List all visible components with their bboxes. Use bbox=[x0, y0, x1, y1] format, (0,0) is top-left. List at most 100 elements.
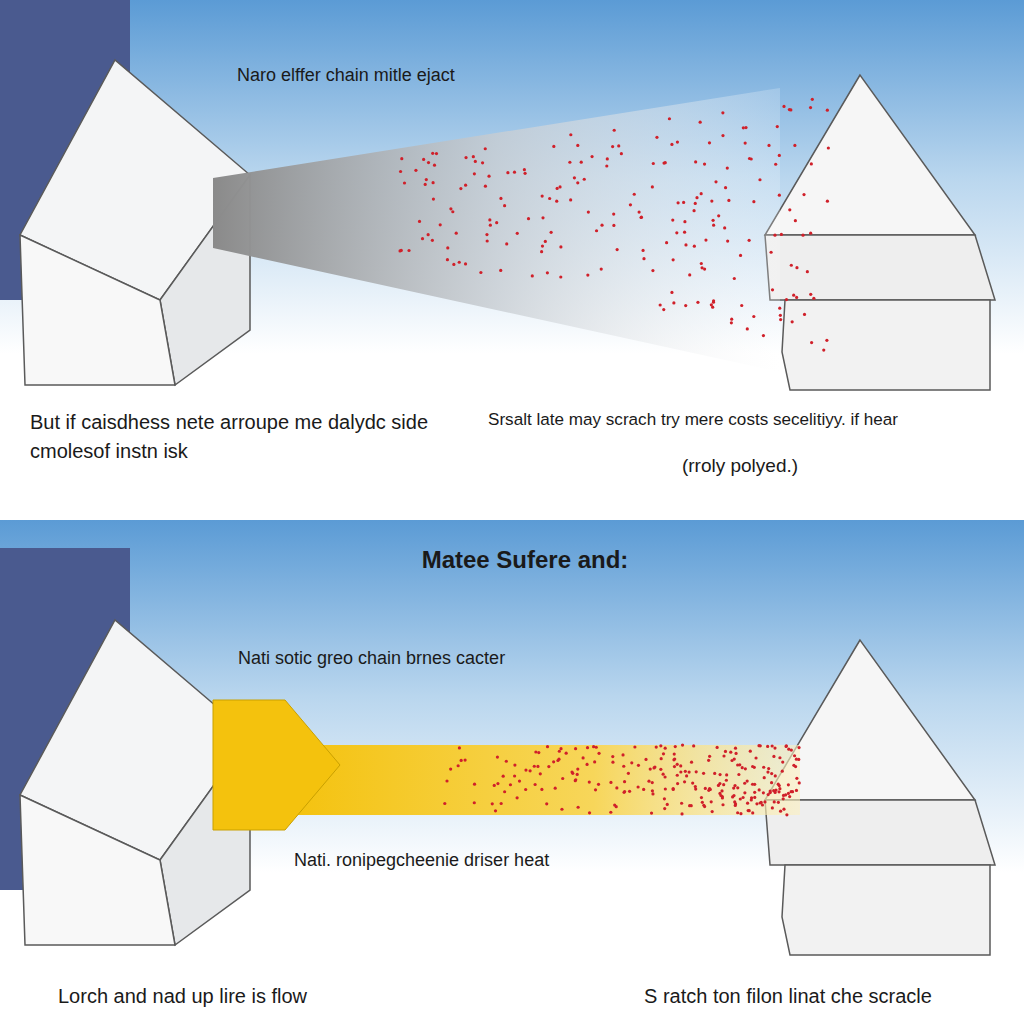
particle-dot bbox=[605, 164, 608, 167]
particle-dot bbox=[683, 780, 686, 783]
particle-dot bbox=[435, 152, 438, 155]
particle-dot bbox=[496, 782, 499, 785]
particle-dot bbox=[427, 233, 430, 236]
particle-dot bbox=[716, 746, 719, 749]
particle-dot bbox=[540, 788, 543, 791]
particle-dot bbox=[533, 765, 536, 768]
caption-note: (rroly polyed.) bbox=[640, 452, 840, 480]
particle-dot bbox=[730, 321, 733, 324]
particle-dot bbox=[781, 760, 784, 763]
panel-ground bbox=[0, 520, 1024, 1024]
particle-dot bbox=[407, 249, 410, 252]
particle-dot bbox=[595, 229, 598, 232]
particle-dot bbox=[621, 753, 624, 756]
particle-dot bbox=[612, 212, 615, 215]
particle-dot bbox=[776, 125, 779, 128]
particle-dot bbox=[558, 185, 561, 188]
particle-dot bbox=[788, 108, 791, 111]
particle-dot bbox=[778, 787, 781, 790]
particle-dot bbox=[662, 308, 665, 311]
particle-dot bbox=[785, 813, 788, 816]
particle-dot bbox=[704, 239, 707, 242]
particle-dot bbox=[798, 781, 801, 784]
particle-dot bbox=[547, 765, 550, 768]
particle-dot bbox=[692, 209, 695, 212]
particle-dot bbox=[650, 812, 653, 815]
particle-dot bbox=[785, 745, 788, 748]
particle-dot bbox=[794, 219, 797, 222]
particle-dot bbox=[642, 788, 645, 791]
particle-dot bbox=[680, 802, 683, 805]
particle-dot bbox=[534, 750, 537, 753]
particle-dot bbox=[588, 811, 591, 814]
particle-dot bbox=[574, 779, 577, 782]
particle-dot bbox=[739, 797, 742, 800]
particle-dot bbox=[474, 160, 477, 163]
particle-dot bbox=[541, 244, 544, 247]
particle-dot bbox=[688, 804, 691, 807]
particle-dot bbox=[724, 186, 727, 189]
particle-dot bbox=[721, 111, 724, 114]
particle-dot bbox=[615, 786, 618, 789]
particle-dot bbox=[708, 788, 711, 791]
particle-dot bbox=[711, 810, 714, 813]
particle-dot bbox=[561, 777, 564, 780]
particle-dot bbox=[676, 140, 679, 143]
particle-dot bbox=[443, 802, 446, 805]
particle-dot bbox=[612, 224, 615, 227]
target-shape bbox=[765, 75, 995, 390]
particle-dot bbox=[779, 318, 782, 321]
particle-dot bbox=[672, 787, 675, 790]
particle-dot bbox=[633, 193, 636, 196]
particle-dot bbox=[732, 787, 735, 790]
particle-dot bbox=[569, 198, 572, 201]
particle-dot bbox=[556, 187, 559, 190]
particle-dot bbox=[793, 144, 796, 147]
particle-dot bbox=[708, 755, 711, 758]
particle-dot bbox=[540, 250, 543, 253]
particle-dot bbox=[611, 761, 614, 764]
particle-dot bbox=[729, 751, 732, 754]
particle-dot bbox=[693, 245, 696, 248]
particle-dot bbox=[795, 758, 798, 761]
particle-dot bbox=[713, 772, 716, 775]
particle-dot bbox=[455, 232, 458, 235]
particle-dot bbox=[452, 263, 455, 266]
particle-dot bbox=[653, 765, 656, 768]
particle-dot bbox=[790, 264, 793, 267]
particle-dot bbox=[524, 788, 527, 791]
particle-dot bbox=[620, 152, 623, 155]
particle-dot bbox=[704, 787, 707, 790]
particle-dot bbox=[534, 783, 537, 786]
particle-dot bbox=[712, 301, 715, 304]
particle-dot bbox=[493, 784, 496, 787]
particle-dot bbox=[674, 745, 677, 748]
particle-dot bbox=[590, 155, 593, 158]
particle-dot bbox=[449, 207, 452, 210]
particle-dot bbox=[726, 239, 729, 242]
particle-dot bbox=[418, 220, 421, 223]
particle-dot bbox=[782, 105, 785, 108]
particle-dot bbox=[445, 779, 448, 782]
particle-dot bbox=[744, 767, 747, 770]
particle-dot bbox=[753, 796, 756, 799]
particle-dot bbox=[802, 193, 805, 196]
particle-dot bbox=[673, 765, 676, 768]
particle-dot bbox=[762, 766, 765, 769]
particle-dot bbox=[744, 141, 747, 144]
particle-dot bbox=[778, 194, 781, 197]
caption-note: Srsalt late may scrach try mere costs se… bbox=[488, 408, 1020, 433]
particle-dot bbox=[684, 304, 687, 307]
particle-dot bbox=[651, 781, 654, 784]
particle-dot bbox=[708, 787, 711, 790]
particle-dot bbox=[812, 297, 815, 300]
particle-dot bbox=[659, 744, 662, 747]
particle-dot bbox=[647, 780, 650, 783]
particle-dot bbox=[773, 234, 776, 237]
particle-dot bbox=[513, 763, 516, 766]
particle-dot bbox=[664, 161, 667, 164]
particle-dot bbox=[550, 231, 553, 234]
particle-dot bbox=[754, 756, 757, 759]
particle-dot bbox=[794, 765, 797, 768]
particle-dot bbox=[628, 790, 631, 793]
